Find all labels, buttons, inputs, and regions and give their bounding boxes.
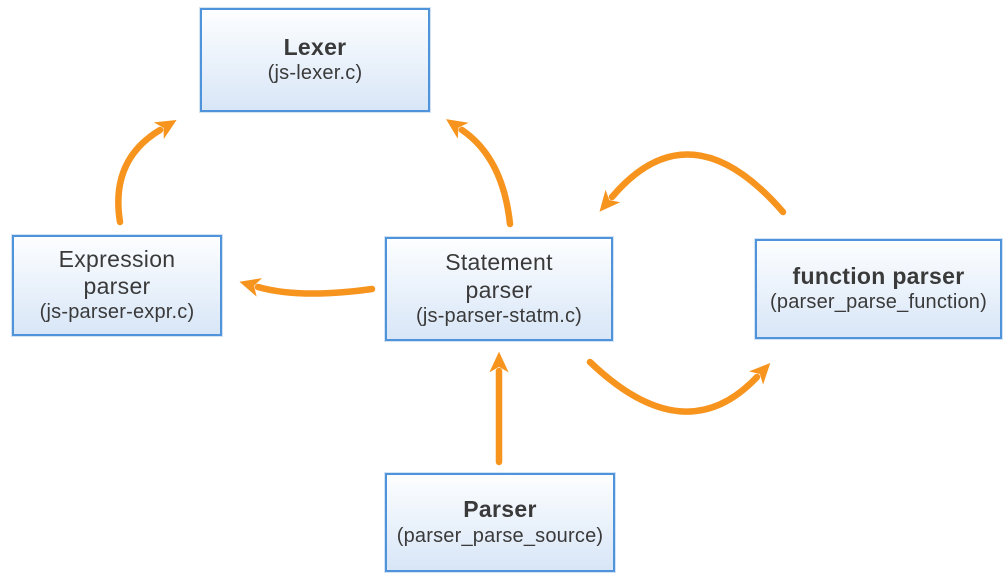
node-lexer: Lexer (js-lexer.c) [200,8,430,112]
node-expression-parser-subtitle: (js-parser-expr.c) [39,301,195,324]
node-function-parser: function parser (parser_parse_function) [755,239,1002,339]
arrow-statement-parser-to-expression-parser [239,278,376,297]
node-parser: Parser (parser_parse_source) [385,473,615,572]
node-function-parser-title: function parser [792,262,965,289]
arrow-statement-parser-to-lexer [446,119,514,228]
node-parser-title: Parser [463,496,537,523]
node-lexer-subtitle: (js-lexer.c) [267,62,363,85]
node-expression-parser: Expression parser (js-parser-expr.c) [12,235,222,336]
node-statement-parser-subtitle: (js-parser-statm.c) [415,304,583,327]
node-statement-parser-title: Statement parser [445,249,553,303]
node-lexer-title: Lexer [283,33,347,60]
node-parser-subtitle: (parser_parse_source) [396,524,604,547]
node-statement-parser: Statement parser (js-parser-statm.c) [385,237,613,341]
arrow-expression-parser-to-lexer [115,120,177,226]
node-expression-parser-title: Expression parser [58,245,176,299]
arrow-function-parser-to-statement-parser [599,151,787,216]
node-function-parser-subtitle: (parser_parse_function) [770,291,987,314]
arrow-statement-parser-to-function-parser [586,358,771,415]
